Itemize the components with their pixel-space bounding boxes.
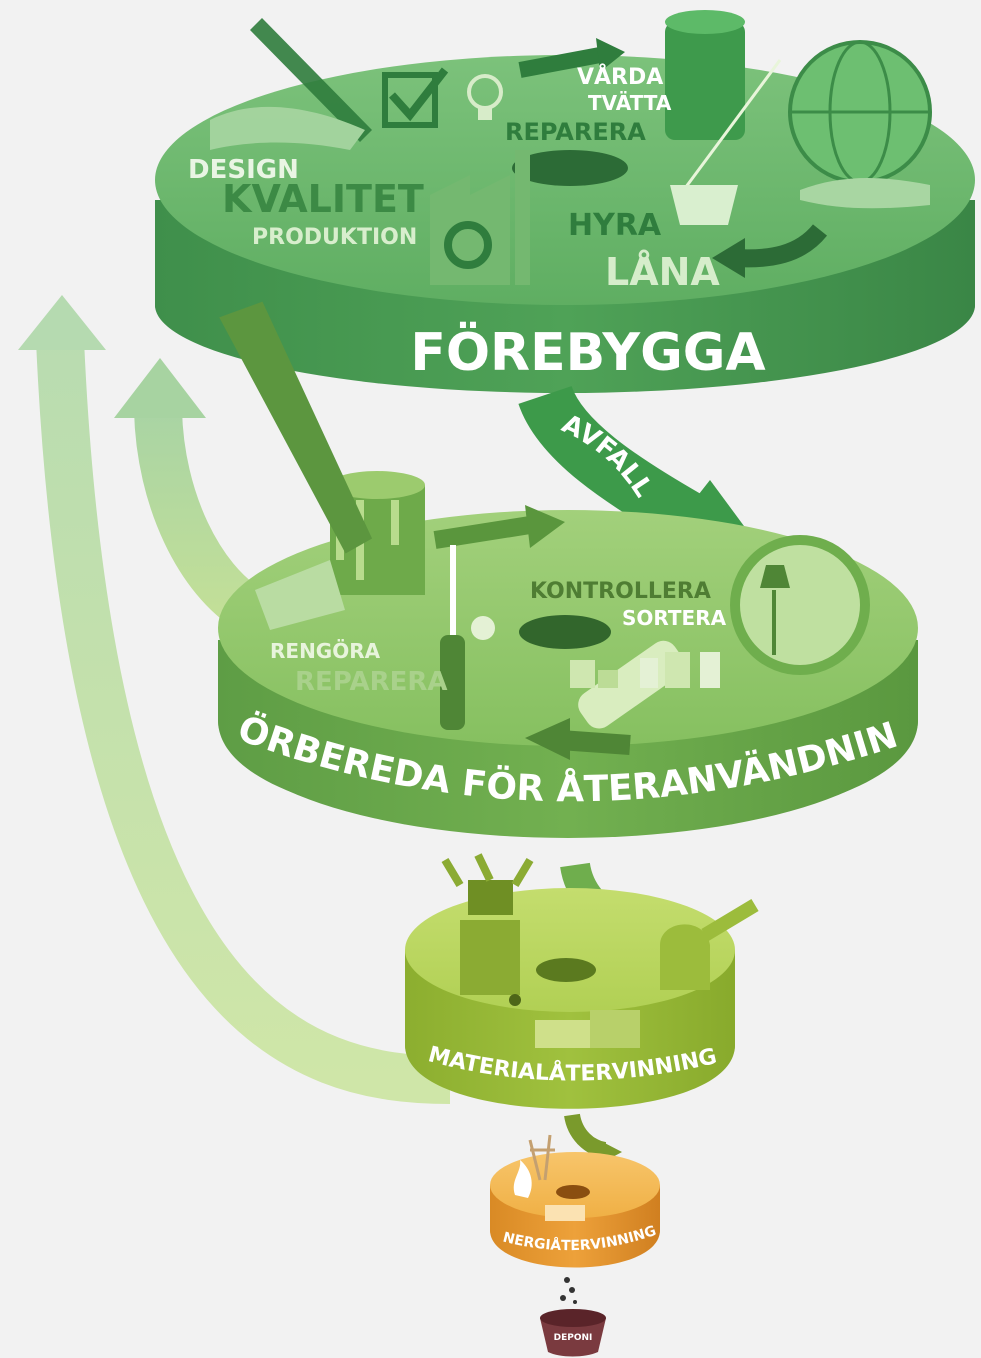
- label-wash: TVÄTTA: [588, 91, 672, 115]
- return-arrow-icon: [712, 224, 828, 278]
- label-check: KONTROLLERA: [530, 579, 711, 604]
- flame-icon: [513, 1160, 532, 1198]
- recycling-bin-icon: [460, 880, 521, 1006]
- disc-prevent: DESIGN KVALITET PRODUKTION VÅRDA TVÄTTA …: [155, 10, 975, 393]
- disc-hole: [512, 150, 628, 186]
- label-clean: RENGÖRA: [270, 639, 381, 663]
- label-quality: KVALITET: [222, 177, 424, 221]
- bar-pattern-icon: [570, 652, 720, 688]
- label-production: PRODUKTION: [252, 225, 417, 250]
- screwdriver-icon: [440, 545, 465, 730]
- truck-icon: [535, 1010, 640, 1048]
- paint-brush-icon: [219, 301, 373, 630]
- wash-basin-icon: [670, 185, 738, 225]
- shredder-icon: [660, 898, 759, 990]
- thread-spool-icon: [665, 10, 782, 196]
- label-care: VÅRDA: [577, 64, 663, 90]
- power-pylon-icon: [528, 1134, 555, 1181]
- label-rent: HYRA: [568, 208, 662, 243]
- label-design: DESIGN: [188, 155, 299, 185]
- lightbulb-icon: [467, 74, 503, 120]
- label-borrow: LÅNA: [605, 250, 720, 294]
- disc-hole: [556, 1185, 590, 1199]
- factory-icon: [430, 150, 530, 285]
- disc-recycling: MATERIALÅTERVINNING: [405, 853, 759, 1109]
- disc-hole: [536, 958, 596, 982]
- label-repair-top: REPARERA: [505, 118, 646, 146]
- return-arrow-icon: [525, 718, 631, 760]
- arrow-right-icon: [518, 38, 625, 78]
- checkbox-icon: [382, 67, 449, 128]
- landfill: DEPONI: [540, 1277, 606, 1357]
- disc-hole: [519, 615, 611, 649]
- arrow-right-icon: [433, 505, 565, 549]
- label-sort: SORTERA: [622, 606, 727, 630]
- plant-icon: [441, 853, 534, 888]
- title-prevent: FÖREBYGGA: [410, 321, 765, 383]
- title-landfill: DEPONI: [554, 1333, 593, 1343]
- label-repair-mid: REPARERA: [295, 667, 448, 697]
- wrench-icon: [471, 616, 495, 640]
- smoke-dots-icon: [560, 1277, 577, 1304]
- return-arrow-outer: [18, 295, 451, 1104]
- return-arrow-inner: [114, 358, 264, 631]
- pen-hand-icon: [210, 18, 372, 150]
- truck-icon: [545, 1205, 585, 1221]
- globe-icon: [788, 40, 932, 209]
